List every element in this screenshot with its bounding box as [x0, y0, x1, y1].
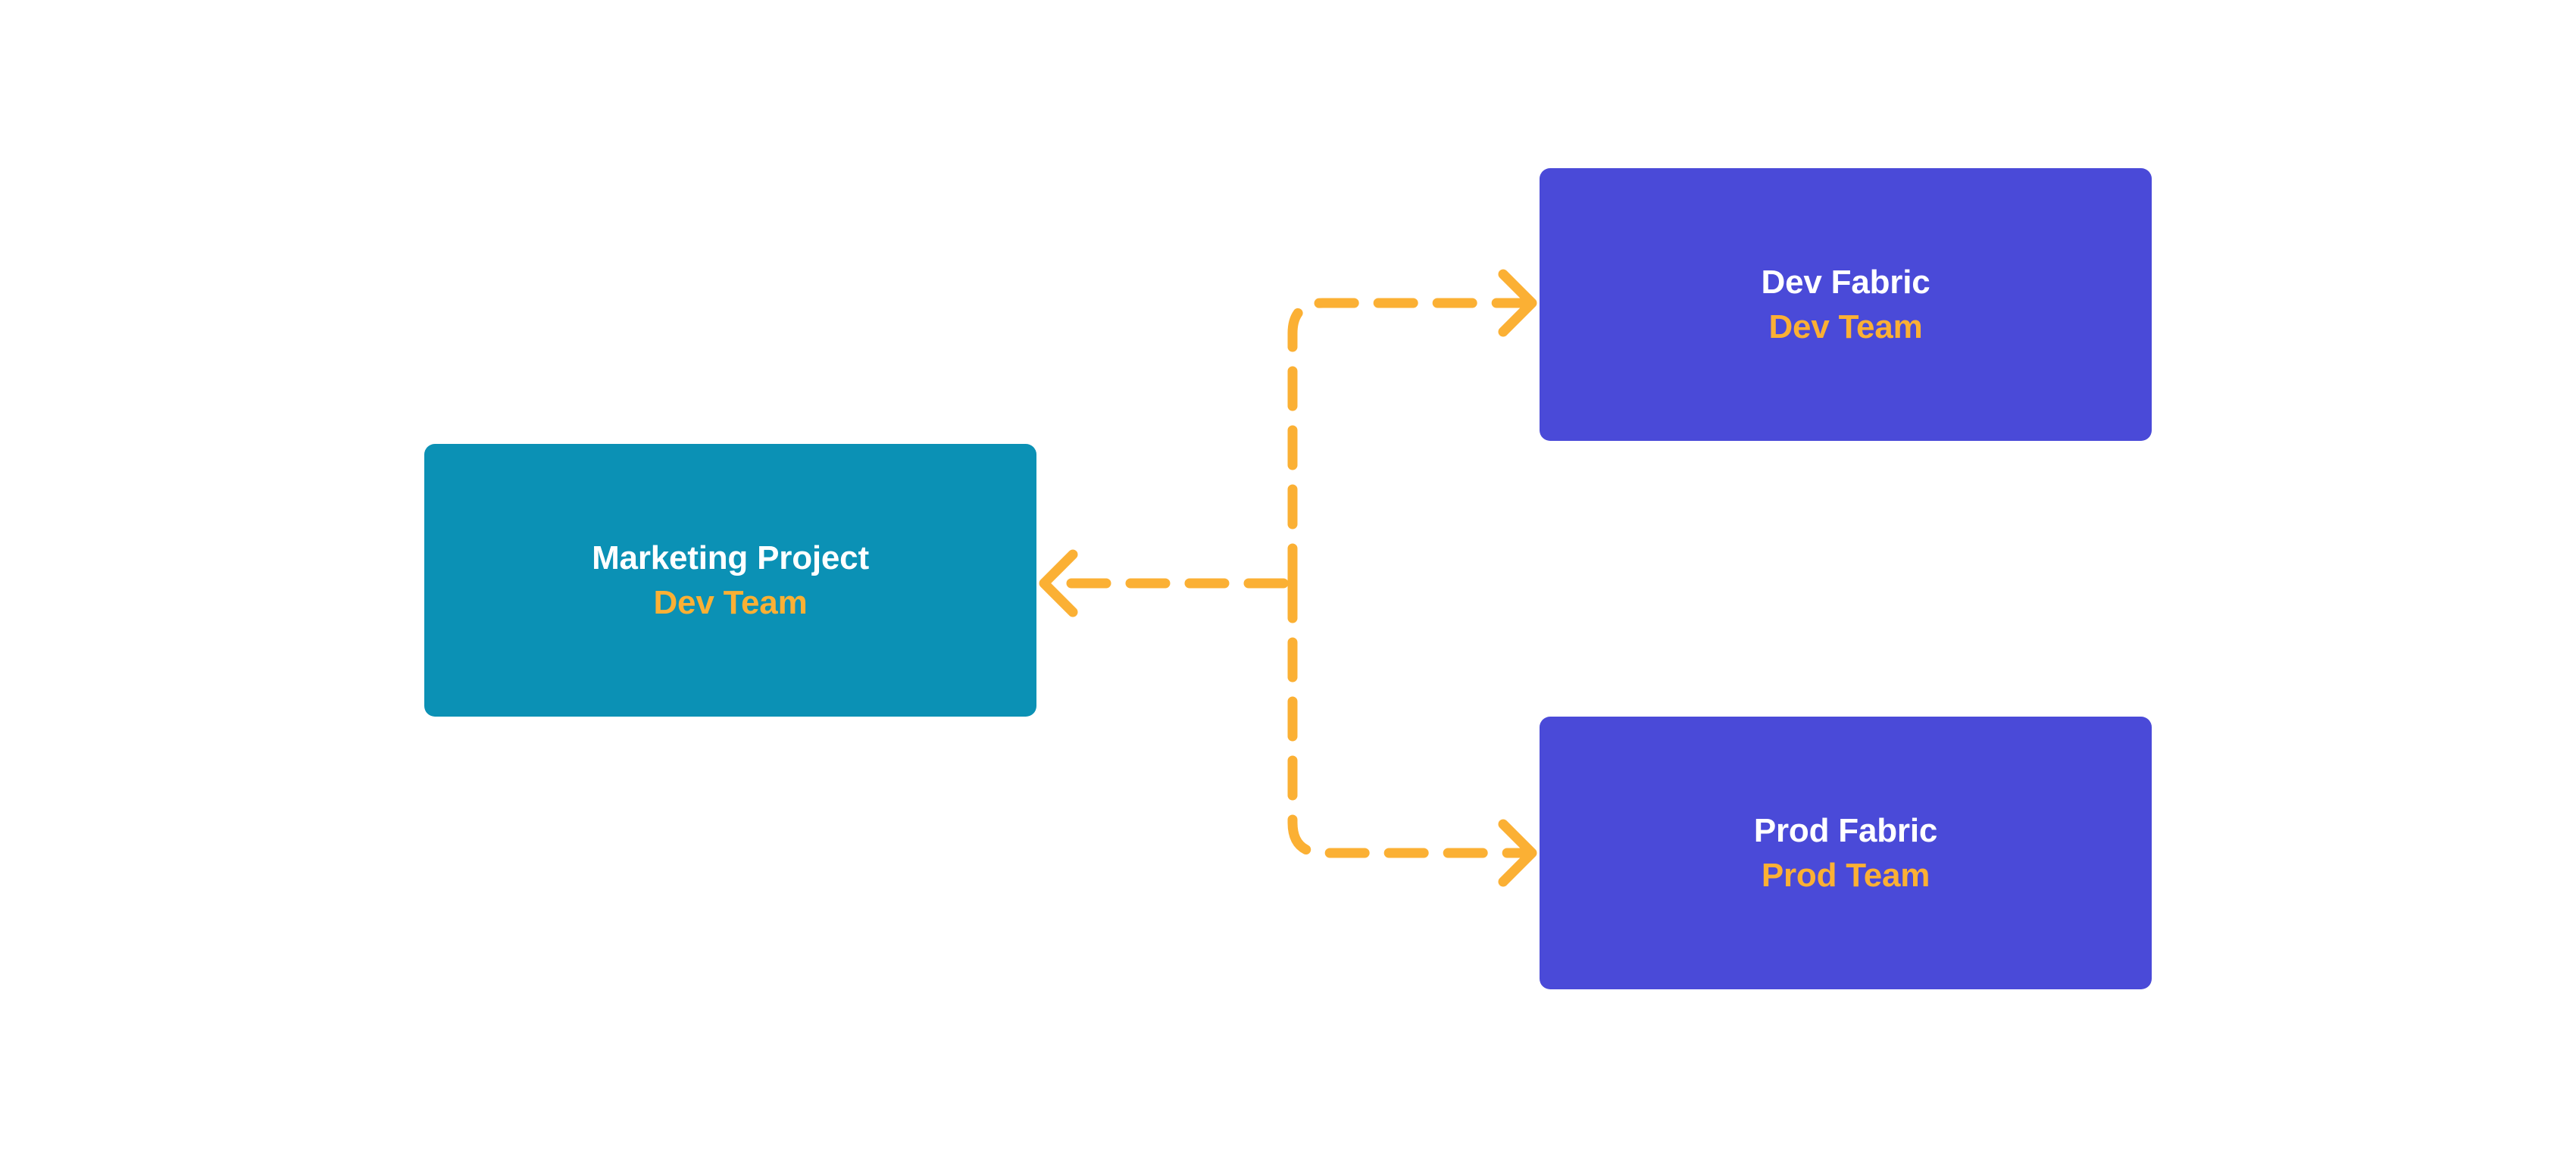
node-marketing-project-subtitle: Dev Team	[653, 584, 808, 621]
node-marketing-project-title: Marketing Project	[592, 539, 869, 576]
connector-junction-to-dev-fabric	[1287, 298, 1528, 589]
node-dev-fabric-subtitle: Dev Team	[1768, 308, 1923, 345]
node-dev-fabric[interactable]: Dev Fabric Dev Team	[1540, 168, 2152, 441]
node-prod-fabric-title: Prod Fabric	[1753, 811, 1938, 849]
node-prod-fabric[interactable]: Prod Fabric Prod Team	[1540, 717, 2152, 989]
arrowhead-prod-fabric-icon	[1498, 819, 1537, 887]
connector-junction-to-prod-fabric	[1287, 578, 1528, 858]
node-marketing-project[interactable]: Marketing Project Dev Team	[424, 444, 1036, 717]
node-prod-fabric-subtitle: Prod Team	[1761, 857, 1930, 894]
arrowhead-dev-fabric-icon	[1498, 269, 1537, 337]
node-dev-fabric-title: Dev Fabric	[1761, 263, 1930, 301]
arrowhead-marketing-project-icon	[1039, 549, 1078, 617]
